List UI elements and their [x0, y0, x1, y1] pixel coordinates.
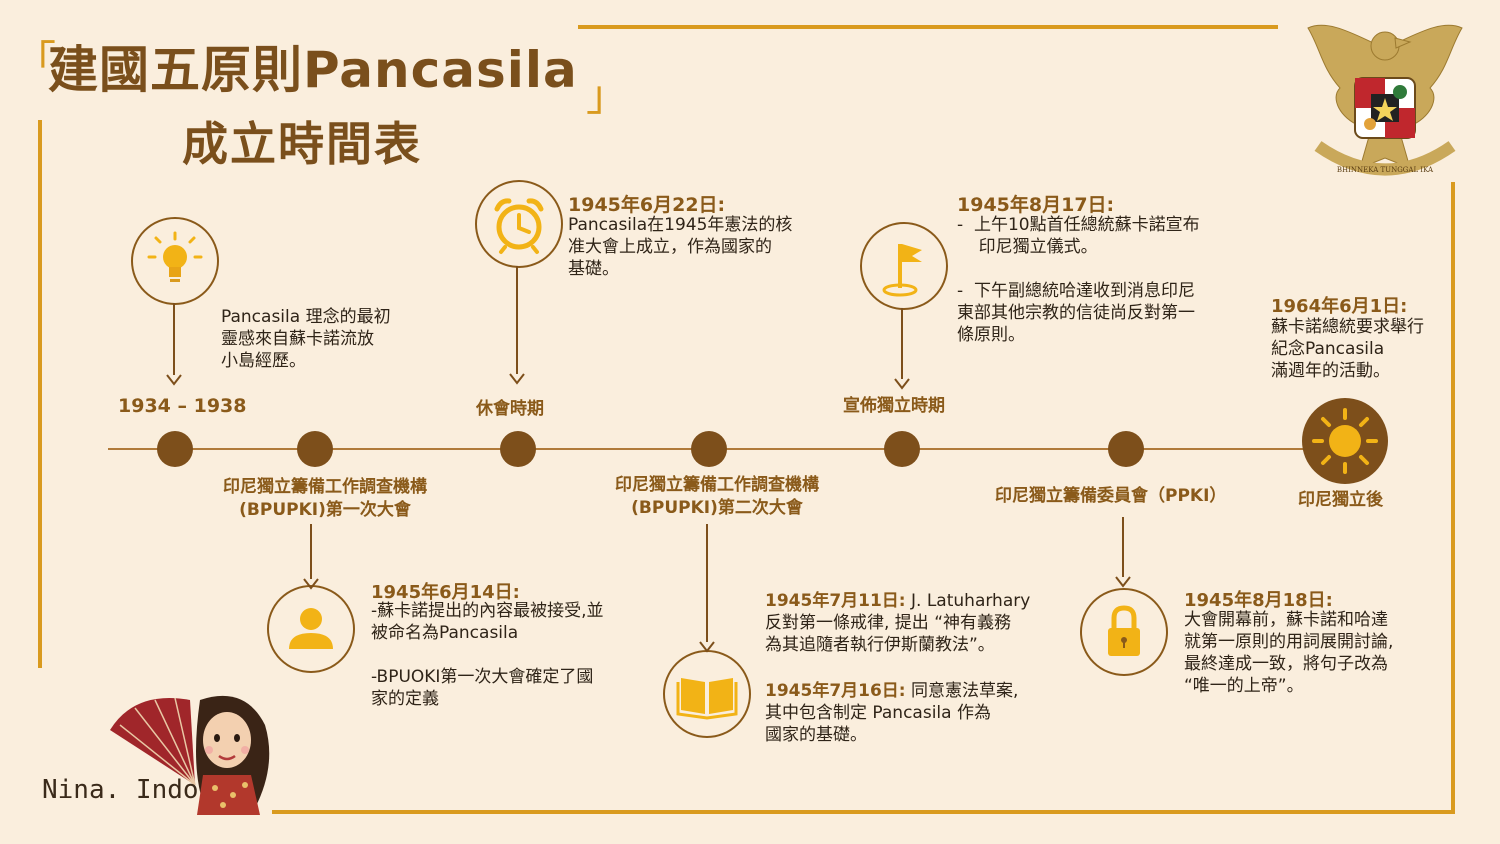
event-0716-line3: 國家的基礎。 — [765, 725, 867, 745]
person-ring — [267, 585, 355, 673]
lightbulb-icon — [147, 231, 203, 282]
fan-girl-illustration — [110, 695, 270, 815]
lock-icon — [1108, 605, 1140, 656]
arrow-line-independence — [901, 308, 903, 379]
event-0818-date: 1945年8月18日: — [1184, 590, 1333, 611]
event-0817-line3: - 下午副總統哈達收到消息印尼 — [957, 281, 1195, 301]
event-0818-line2: 就第一原則的用詞展開討論, — [1184, 632, 1394, 652]
session-bpupki-2-line1: 印尼獨立籌備工作調查機構 — [615, 475, 819, 495]
garuda-emblem: BHINNEKA TUNGGAL IKA — [1307, 24, 1463, 176]
period-label-recess: 休會時期 — [476, 399, 544, 419]
timeline-dot-bpupki-1 — [297, 431, 333, 467]
lightbulb-ring — [131, 217, 219, 305]
sun-dot — [1302, 398, 1388, 484]
event-0716: 1945年7月16日: 同意憲法草案, 其中包含制定 Pancasila 作為 … — [765, 680, 1018, 746]
event-0614-line2: 被命名為Pancasila — [371, 623, 519, 643]
event-0716-line1: 同意憲法草案, — [905, 681, 1019, 701]
event-0716-line2: 其中包含制定 Pancasila 作為 — [765, 703, 991, 723]
event-0817-line5: 條原則。 — [957, 325, 1025, 345]
lock-ring — [1080, 588, 1168, 676]
event-0614-line3: -BPUOKI第一次大會確定了國 — [371, 667, 594, 687]
event-0817: - 上午10點首任總統蘇卡諾宣布 印尼獨立儀式。 - 下午副總統哈達收到消息印尼… — [957, 214, 1200, 346]
flag-ring — [860, 222, 948, 310]
frame-right-line — [1451, 182, 1455, 810]
event-0614-date: 1945年6月14日: — [371, 582, 520, 603]
event-0711-line3: 為其追隨者執行伊斯蘭教法”。 — [765, 635, 995, 655]
event-0817-line4: 東部其他宗教的信徒尚反對第一 — [957, 303, 1195, 323]
arrow-line-bpupki-1 — [310, 524, 312, 579]
timeline-dot-recess — [500, 431, 536, 467]
session-bpupki-2-line2: (BPUPKI)第二次大會 — [631, 498, 803, 518]
event-1964-date: 1964年6月1日: — [1271, 296, 1408, 317]
event-0818-line1: 大會開幕前，蘇卡諾和哈達 — [1184, 610, 1388, 630]
event-1934-line2: 靈感來自蘇卡諾流放 — [221, 329, 374, 349]
event-0817-line2: 印尼獨立儀式。 — [957, 237, 1098, 257]
event-0817-date: 1945年8月17日: — [957, 194, 1115, 216]
event-0817-line1: - 上午10點首任總統蘇卡諾宣布 — [957, 215, 1200, 235]
event-0622-line2: 准大會上成立，作為國家的 — [568, 237, 772, 257]
page-title: 建國五原則Pancasila — [48, 41, 578, 99]
title-bracket-close: 」 — [586, 71, 629, 120]
event-0614: -蘇卡諾提出的內容最被接受,並 被命名為Pancasila -BPUOKI第一次… — [371, 600, 604, 710]
arrow-line-recess — [516, 266, 518, 374]
event-0622-date: 1945年6月22日: — [568, 194, 726, 216]
event-0818-line3: 最終達成一致，將句子改為 — [1184, 654, 1388, 674]
event-1934: Pancasila 理念的最初 靈感來自蘇卡諾流放 小島經歷。 — [221, 306, 391, 372]
book-ring — [663, 650, 751, 738]
timeline-dot-ppki — [1108, 431, 1144, 467]
arrow-line-1934 — [173, 303, 175, 375]
event-1964-line3: 滿週年的活動。 — [1271, 361, 1390, 381]
frame-bottom-line — [272, 810, 1455, 814]
event-0711-date: 1945年7月11日: — [765, 591, 906, 611]
timeline-dot-independence — [884, 431, 920, 467]
session-bpupki-1-line2: (BPUPKI)第一次大會 — [239, 500, 411, 520]
person-icon — [289, 608, 333, 649]
arrow-line-bpupki-2 — [706, 524, 708, 642]
session-label-ppki: 印尼獨立籌備委員會（PPKI） — [995, 486, 1227, 506]
frame-left-line — [38, 120, 42, 668]
flag-icon — [882, 244, 922, 297]
event-0622-line1: Pancasila在1945年憲法的核 — [568, 215, 793, 235]
brand-signature: Nina. Indo — [42, 775, 199, 805]
sun-icon — [1312, 408, 1378, 474]
event-1934-line1: Pancasila 理念的最初 — [221, 307, 391, 327]
event-0614-line1: -蘇卡諾提出的內容最被接受,並 — [371, 601, 604, 621]
period-label-independence: 宣佈獨立時期 — [843, 396, 945, 416]
event-1964: 蘇卡諾總統要求舉行 紀念Pancasila 滿週年的活動。 — [1271, 316, 1424, 382]
event-0614-line4: 家的定義 — [371, 689, 439, 709]
title-bracket-open: 「 — [14, 37, 57, 86]
emblem-motto: BHINNEKA TUNGGAL IKA — [1337, 166, 1434, 174]
session-bpupki-1-line1: 印尼獨立籌備工作調查機構 — [223, 477, 427, 497]
arrow-line-ppki — [1122, 517, 1124, 577]
timeline-dot-1934 — [157, 431, 193, 467]
event-0622-line3: 基礎。 — [568, 259, 619, 279]
event-1934-line3: 小島經歷。 — [221, 351, 306, 371]
timeline-dot-bpupki-2 — [691, 431, 727, 467]
event-0818-line4: “唯一的上帝”。 — [1184, 676, 1304, 696]
session-label-bpupki-1: 印尼獨立籌備工作調查機構 (BPUPKI)第一次大會 — [200, 476, 450, 522]
frame-top-line — [578, 25, 1278, 29]
event-0711: 1945年7月11日: J. Latuharhary 反對第一條戒律, 提出 “… — [765, 590, 1030, 656]
session-label-bpupki-2: 印尼獨立籌備工作調查機構 (BPUPKI)第二次大會 — [592, 474, 842, 520]
period-label-1934: 1934 – 1938 — [118, 395, 247, 417]
event-0716-date: 1945年7月16日: — [765, 681, 906, 701]
timeline-axis — [108, 448, 1350, 450]
book-icon — [676, 678, 738, 720]
event-1964-line1: 蘇卡諾總統要求舉行 — [1271, 317, 1424, 337]
alarm-clock-ring — [475, 180, 563, 268]
event-0711-line1: J. Latuharhary — [905, 591, 1031, 611]
event-0711-line2: 反對第一條戒律, 提出 “神有義務 — [765, 613, 1012, 633]
event-0818: 大會開幕前，蘇卡諾和哈達 就第一原則的用詞展開討論, 最終達成一致，將句子改為 … — [1184, 609, 1393, 697]
event-1964-line2: 紀念Pancasila — [1271, 339, 1385, 359]
event-0622: Pancasila在1945年憲法的核 准大會上成立，作為國家的 基礎。 — [568, 214, 792, 280]
period-label-after: 印尼獨立後 — [1298, 490, 1383, 510]
alarm-clock-icon — [494, 198, 544, 254]
page-subtitle: 成立時間表 — [182, 117, 422, 171]
